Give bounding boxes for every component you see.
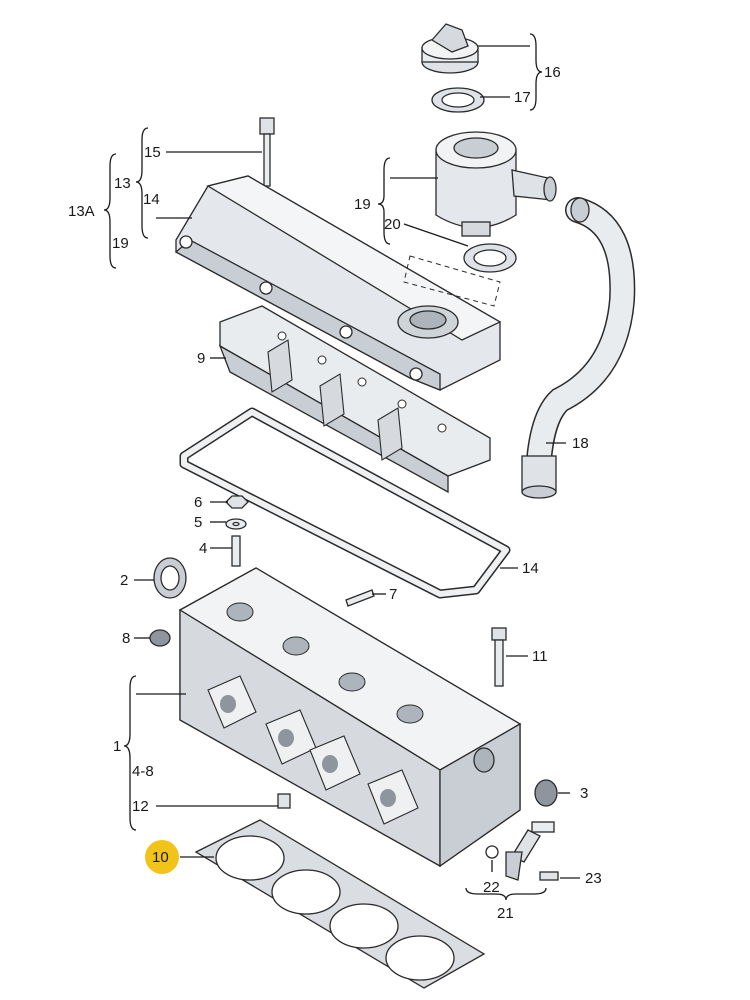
oil-filler-neck	[435, 131, 557, 237]
oil-filler-cap	[421, 23, 479, 74]
callout-6: 6	[194, 494, 202, 511]
callout-18: 18	[572, 435, 589, 452]
callout-15: 15	[144, 144, 161, 161]
callout-5: 5	[194, 514, 202, 531]
stud-short	[345, 589, 375, 607]
cylinder-head-cover	[174, 175, 502, 391]
camshaft-seal	[153, 557, 187, 599]
callout-4: 4	[199, 540, 207, 557]
callout-11: 11	[532, 648, 548, 665]
nut	[225, 495, 249, 509]
callout-12: 12	[132, 798, 149, 815]
baffle-plate	[218, 305, 491, 494]
callout-3: 3	[580, 785, 588, 802]
cap-seal-ring	[431, 87, 485, 113]
neck-seal-ring	[463, 243, 517, 273]
callout-22: 22	[483, 879, 500, 896]
sender-seal-ring	[485, 845, 499, 859]
callout-8: 8	[122, 630, 130, 647]
callout-labels: 16 17 15 13A 13 14 19 19 20 9 18 6 5 4 2…	[68, 64, 602, 922]
callout-19-left: 19	[112, 235, 129, 252]
sender-bracket	[505, 821, 555, 881]
cylinder-head-gasket	[194, 819, 486, 989]
breather-hose	[521, 197, 636, 499]
end-plug	[534, 779, 558, 807]
callout-1: 1	[113, 738, 121, 755]
callout-17: 17	[514, 89, 531, 106]
callout-21: 21	[497, 905, 514, 922]
callout-13a: 13A	[68, 203, 95, 220]
head-bolt	[491, 627, 507, 687]
callout-19-neck: 19	[354, 196, 371, 213]
callout-23: 23	[585, 870, 602, 887]
sealing-plug	[149, 629, 171, 647]
highlight-marker	[145, 840, 179, 874]
cover-bolt	[259, 117, 275, 187]
cylinder-head	[178, 567, 522, 868]
callout-13: 13	[114, 175, 131, 192]
callout-9: 9	[197, 350, 205, 367]
callout-16: 16	[544, 64, 561, 81]
callout-20: 20	[384, 216, 401, 233]
callout-14-bottom: 14	[522, 560, 539, 577]
cover-gasket	[179, 407, 511, 599]
manifold-bolt	[277, 793, 291, 809]
callout-4-8: 4-8	[132, 763, 154, 780]
callout-2: 2	[120, 572, 128, 589]
callout-7: 7	[389, 586, 397, 603]
stud	[231, 535, 241, 567]
callout-14-top: 14	[143, 191, 160, 208]
leader-lines	[103, 33, 580, 901]
callout-10: 10	[152, 849, 169, 866]
bracket-screw	[539, 871, 559, 881]
washer	[225, 518, 247, 530]
